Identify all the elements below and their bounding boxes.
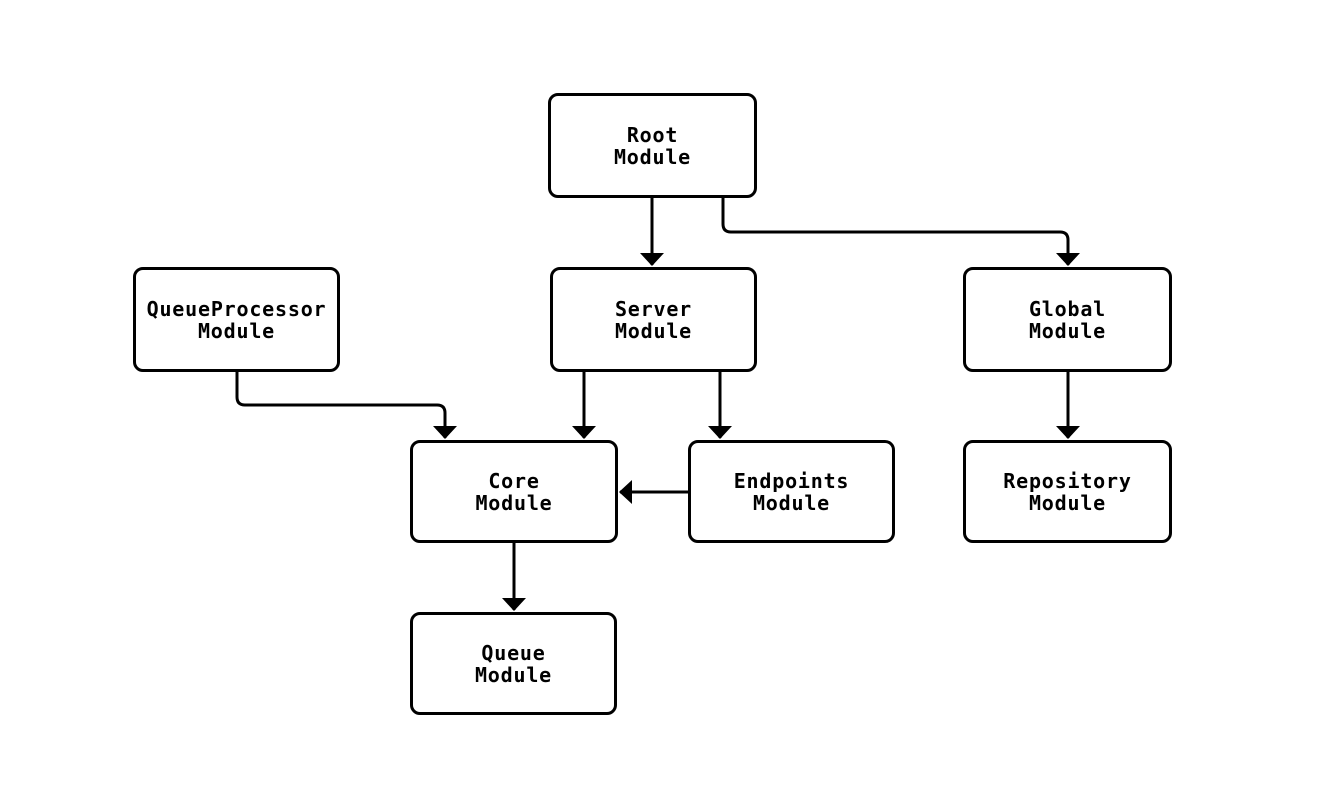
node-label-line: Repository xyxy=(1003,468,1132,493)
node-label-line: Module xyxy=(474,662,553,687)
node-label-line: Queue xyxy=(481,640,546,665)
node-label-line: Module xyxy=(197,318,276,343)
node-label-line: Module xyxy=(613,144,692,169)
node-label-line: Module xyxy=(1028,318,1107,343)
node-label-line: Server xyxy=(614,296,693,321)
node-label-line: Endpoints xyxy=(733,468,850,493)
node-label-line: Module xyxy=(752,490,831,515)
node-label-line: Root xyxy=(626,122,679,147)
node-label-line: Module xyxy=(614,318,693,343)
node-label-line: Global xyxy=(1028,296,1107,321)
node-label-line: Module xyxy=(1028,490,1107,515)
node-label-line: QueueProcessor xyxy=(146,296,327,321)
node-label-line: Core xyxy=(488,468,540,493)
node-label-line: Module xyxy=(475,490,553,515)
